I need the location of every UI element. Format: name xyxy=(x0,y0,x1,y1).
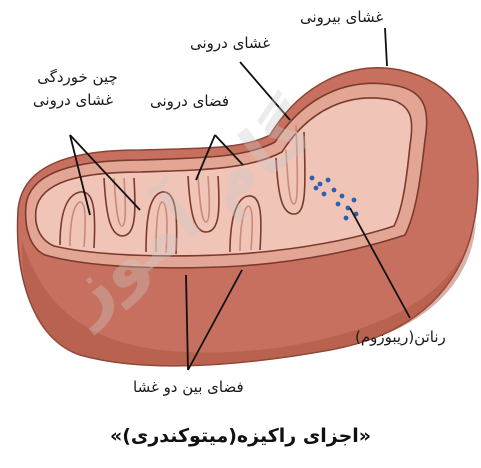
ribosome-dot xyxy=(344,216,349,221)
label-cristae-line1: چین خوردگی xyxy=(30,68,125,87)
ribosome-dot xyxy=(346,206,351,211)
label-intermembrane-space: فضای بین دو غشا xyxy=(133,378,244,397)
label-ribosome: رناتن(ریبوزوم) xyxy=(355,328,446,347)
ribosome-dot xyxy=(310,176,315,181)
ribosome-dot xyxy=(340,194,345,199)
ribosome-dot xyxy=(352,198,357,203)
label-outer-membrane: غشای بیرونی xyxy=(300,8,383,27)
ribosome-dot xyxy=(322,192,327,197)
label-cristae-line2: غشای درونی xyxy=(18,91,128,110)
label-inner-membrane: غشای درونی xyxy=(190,34,270,53)
figure-caption: «اجزای راکیزه(میتوکندری)» xyxy=(0,425,481,447)
leader-outer-membrane xyxy=(385,28,387,66)
ribosome-dot xyxy=(318,182,323,187)
ribosome-dot xyxy=(314,186,319,191)
ribosome-dot xyxy=(326,178,331,183)
ribosome-dot xyxy=(332,188,337,193)
label-matrix: فضای درونی xyxy=(150,92,229,111)
ribosome-dot xyxy=(336,202,341,207)
